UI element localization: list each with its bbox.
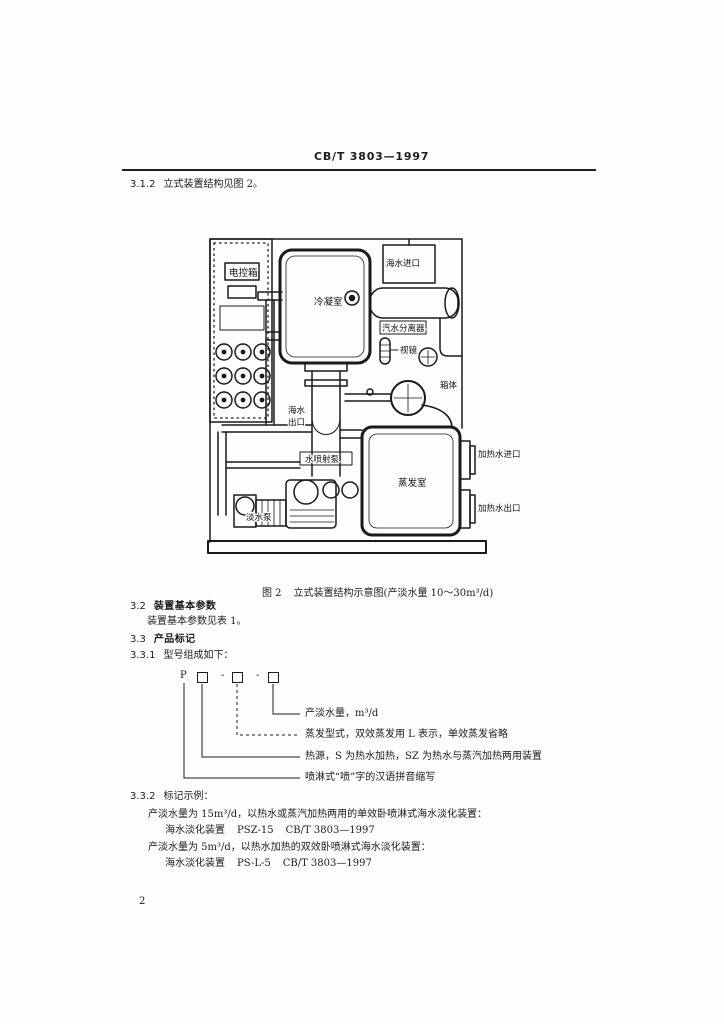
- clause-3-2: 3.2 装置基本参数: [130, 601, 216, 613]
- designation-standard: CB/T 3803—1997: [285, 825, 375, 836]
- label-seawater-inlet: 海水进口: [386, 258, 420, 269]
- model-box-heat-source: [197, 672, 208, 683]
- model-legend-heat-source: 热源，S 为热水加热，SZ 为热水与蒸汽加热两用装置: [305, 751, 543, 762]
- label-condenser: 冷凝室: [314, 296, 343, 308]
- model-box-evaporation-type: [232, 672, 243, 683]
- label-fresh-water-pump: 淡水泵: [246, 512, 272, 523]
- label-heating-water-outlet: 加热水出口: [478, 503, 521, 514]
- ejector-box: [299, 451, 353, 466]
- model-legend-capacity: 产淡水量，m³/d: [305, 708, 379, 719]
- clause-title: 产品标记: [153, 634, 196, 645]
- casing-drum: [390, 380, 426, 416]
- main-vertical-pipe: [311, 370, 341, 477]
- example-2-designation: 海水淡化装置 PS-L-5 CB/T 3803—1997: [165, 858, 372, 870]
- label-evaporator: 蒸发室: [398, 477, 427, 489]
- control-panel: [209, 238, 273, 423]
- label-casing: 箱体: [440, 380, 458, 391]
- designation-name: 海水淡化装置: [165, 858, 225, 869]
- leader-prefix: [183, 683, 300, 779]
- leader-heat-source: [201, 684, 300, 758]
- clause-number: 3.3.1: [130, 650, 156, 661]
- running-header: CB/T 3803—1997: [314, 150, 430, 163]
- clause-3-2-text: 装置基本参数见表 1。: [147, 616, 247, 627]
- pressure-gauge: [418, 347, 438, 367]
- clause-number: 3.3.2: [130, 791, 156, 802]
- model-box-capacity: [268, 672, 279, 683]
- clause-title: 标记示例：: [163, 791, 214, 802]
- left-vertical-pipe: [217, 431, 227, 516]
- header-rule: [122, 169, 596, 171]
- clause-title: 装置基本参数: [153, 601, 217, 612]
- designation-code: PS-L-5: [237, 858, 271, 869]
- model-leader-lines: [183, 683, 300, 779]
- label-heating-water-inlet: 加热水进口: [478, 449, 521, 460]
- clause-number: 3.3: [130, 634, 146, 645]
- clause-3-3-1: 3.3.1 型号组成如下：: [130, 650, 233, 662]
- label-sight-glass: 视镜: [400, 345, 418, 356]
- clause-3-3: 3.3 产品标记: [130, 634, 196, 646]
- example-2-description: 产淡水量为 5m³/d，以热水加热的双效卧喷淋式海水淡化装置：: [148, 842, 431, 853]
- structure-diagram: 电控箱 海水进口 冷凝室 汽水分离器 视镜 箱体 海水 出口 水喷射泵 蒸发室 …: [207, 238, 522, 554]
- clause-text: 立式装置结构见图 2。: [163, 179, 263, 190]
- clause-3-1-2: 3.1.2 立式装置结构见图 2。: [130, 179, 263, 191]
- evaporator-shell: [360, 425, 462, 537]
- figure-caption-text: 立式装置结构示意图(产淡水量 10～30m³/d): [293, 588, 494, 599]
- clause-number: 3.2: [130, 601, 146, 612]
- gauge-array: [215, 343, 271, 409]
- model-separator: -: [256, 670, 260, 681]
- model-legend-evaporation-type: 蒸发型式，双效蒸发用 L 表示，单效蒸发省略: [305, 729, 508, 740]
- page-number: 2: [139, 896, 146, 907]
- clause-3-3-2: 3.3.2 标记示例：: [130, 791, 213, 803]
- label-water-ejector-pump: 水喷射泵: [305, 454, 340, 465]
- label-control-box: 电控箱: [229, 267, 258, 279]
- figure-caption: 图 2 立式装置结构示意图(产淡水量 10～30m³/d): [262, 588, 493, 600]
- designation-code: PSZ-15: [237, 825, 274, 836]
- leader-capacity: [272, 684, 300, 715]
- label-seawater-outlet-line2: 出口: [288, 417, 305, 428]
- middle-motor: [285, 479, 337, 529]
- clause-number: 3.1.2: [130, 179, 156, 190]
- figure-number: 图 2: [262, 588, 282, 599]
- label-steam-water-separator: 汽水分离器: [382, 323, 425, 334]
- base-plate: [207, 540, 487, 554]
- clause-title: 型号组成如下：: [163, 650, 234, 661]
- model-legend-prefix: 喷淋式“喷”字的汉语拼音缩写: [305, 772, 436, 783]
- model-separator: -: [221, 670, 225, 681]
- example-1-description: 产淡水量为 15m³/d，以热水或蒸汽加热两用的单效卧喷淋式海水淡化装置：: [148, 809, 488, 820]
- separator-pipe: [369, 287, 459, 319]
- label-seawater-outlet-line1: 海水: [288, 405, 306, 416]
- leader-evaporation-type: [236, 684, 300, 736]
- model-prefix: P: [180, 670, 187, 681]
- designation-name: 海水淡化装置: [165, 825, 225, 836]
- control-box-plate: [224, 262, 260, 281]
- designation-standard: CB/T 3803—1997: [282, 858, 372, 869]
- example-1-designation: 海水淡化装置 PSZ-15 CB/T 3803—1997: [165, 825, 375, 837]
